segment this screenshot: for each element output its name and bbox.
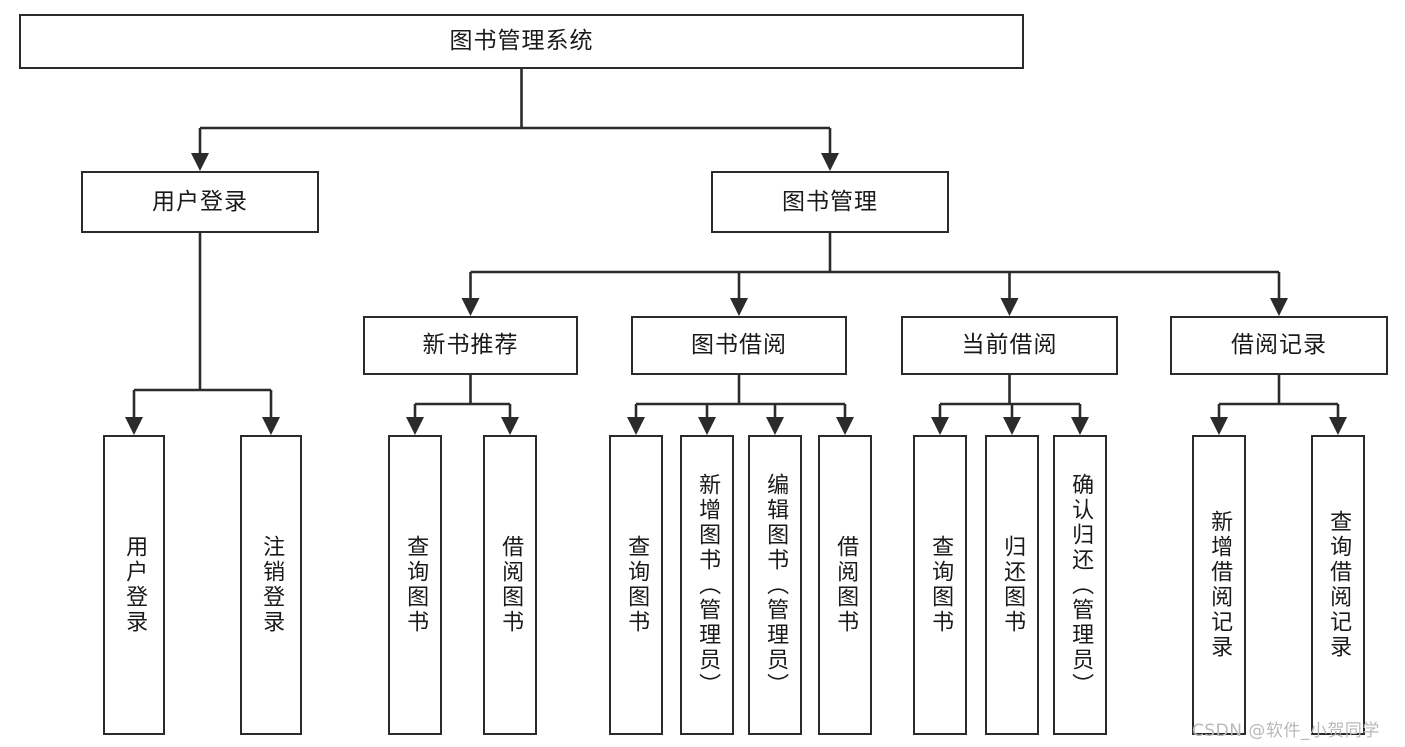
node-leaf-confirm-return-admin-label: 确认归还（管理员） xyxy=(1068,472,1094,698)
node-leaf-borrow-book-1[interactable]: 借阅图书 xyxy=(483,435,537,735)
node-leaf-query-book-1-label: 查询图书 xyxy=(403,535,429,635)
node-leaf-add-borrow-record-label: 新增借阅记录 xyxy=(1207,510,1233,660)
node-book-management[interactable]: 图书管理 xyxy=(711,171,949,233)
node-leaf-add-borrow-record[interactable]: 新增借阅记录 xyxy=(1192,435,1246,735)
node-leaf-query-borrow-record-label: 查询借阅记录 xyxy=(1326,510,1352,660)
node-leaf-edit-book-admin-label: 编辑图书（管理员） xyxy=(763,472,789,698)
node-leaf-confirm-return-admin[interactable]: 确认归还（管理员） xyxy=(1053,435,1107,735)
node-leaf-borrow-book-2[interactable]: 借阅图书 xyxy=(818,435,872,735)
node-current-borrow[interactable]: 当前借阅 xyxy=(901,316,1118,375)
node-leaf-add-book-admin-label: 新增图书（管理员） xyxy=(695,472,721,698)
node-leaf-logout-login[interactable]: 注销登录 xyxy=(240,435,302,735)
node-leaf-query-book-3-label: 查询图书 xyxy=(928,535,954,635)
node-book-management-label: 图书管理 xyxy=(782,188,878,215)
node-leaf-user-login-label: 用户登录 xyxy=(122,535,148,635)
node-user-login[interactable]: 用户登录 xyxy=(81,171,319,233)
node-leaf-return-book-label: 归还图书 xyxy=(1000,535,1026,635)
node-root-label: 图书管理系统 xyxy=(449,28,594,55)
node-leaf-logout-login-label: 注销登录 xyxy=(259,535,285,635)
node-borrow-record-label: 借阅记录 xyxy=(1231,332,1327,359)
node-leaf-borrow-book-1-label: 借阅图书 xyxy=(498,535,524,635)
node-leaf-query-book-2[interactable]: 查询图书 xyxy=(609,435,663,735)
node-borrow-record[interactable]: 借阅记录 xyxy=(1170,316,1388,375)
node-leaf-user-login[interactable]: 用户登录 xyxy=(103,435,165,735)
node-book-borrow-label: 图书借阅 xyxy=(691,332,787,359)
node-user-login-label: 用户登录 xyxy=(152,188,248,215)
node-leaf-query-borrow-record[interactable]: 查询借阅记录 xyxy=(1311,435,1365,735)
node-book-borrow[interactable]: 图书借阅 xyxy=(631,316,847,375)
node-leaf-add-book-admin[interactable]: 新增图书（管理员） xyxy=(680,435,734,735)
node-root[interactable]: 图书管理系统 xyxy=(19,14,1024,69)
node-new-book-recommend[interactable]: 新书推荐 xyxy=(363,316,578,375)
node-leaf-query-book-3[interactable]: 查询图书 xyxy=(913,435,967,735)
node-new-book-recommend-label: 新书推荐 xyxy=(422,332,519,359)
csdn-watermark: CSDN @软件_小贺同学 xyxy=(1192,721,1380,741)
node-leaf-query-book-2-label: 查询图书 xyxy=(624,535,650,635)
node-leaf-query-book-1[interactable]: 查询图书 xyxy=(388,435,442,735)
node-leaf-borrow-book-2-label: 借阅图书 xyxy=(833,535,859,635)
node-current-borrow-label: 当前借阅 xyxy=(961,332,1058,359)
node-leaf-edit-book-admin[interactable]: 编辑图书（管理员） xyxy=(748,435,802,735)
node-leaf-return-book[interactable]: 归还图书 xyxy=(985,435,1039,735)
